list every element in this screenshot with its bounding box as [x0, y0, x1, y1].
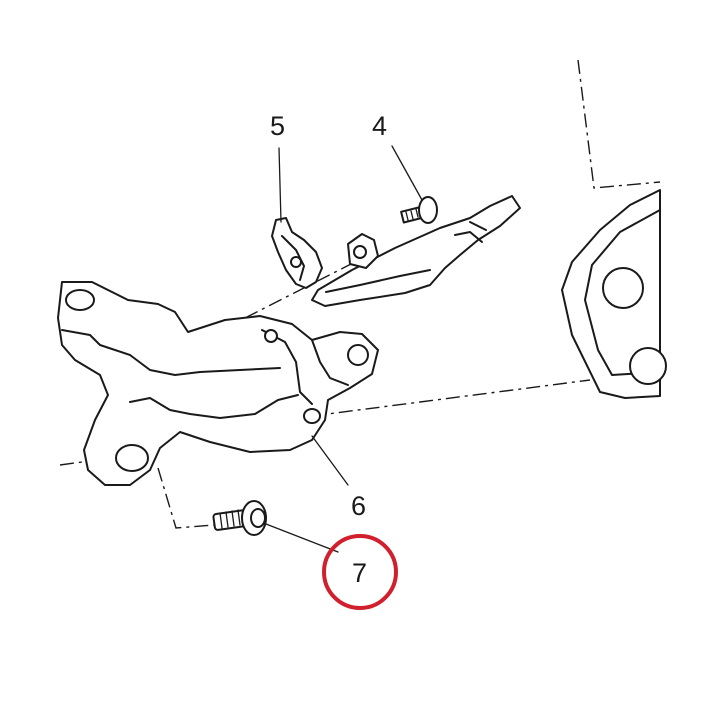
lever-tab-hole: [353, 245, 367, 259]
frame-hole-upper: [602, 267, 644, 309]
screw-4-thread: [405, 208, 419, 221]
lever-arm: [311, 195, 521, 307]
bracket-end-hole: [65, 289, 95, 311]
centerline-hinge: [244, 261, 356, 319]
frame-hole-lower: [629, 347, 667, 385]
highlight-circle: [322, 534, 398, 610]
bolt-7-head: [250, 508, 266, 528]
callout-7: 7: [352, 558, 367, 588]
centerline-bolt-7: [157, 467, 215, 529]
frame-fragment-right: [561, 189, 667, 399]
centerline-right-top: [577, 59, 661, 189]
bracket-hole-top: [264, 329, 278, 343]
leader-7: [265, 523, 339, 553]
lever-teeth: [454, 221, 487, 243]
leader-5: [278, 147, 282, 223]
lever-edge: [325, 269, 431, 293]
hinge-lever-assembly: [311, 195, 521, 307]
bracket-web-2: [311, 339, 349, 386]
leader-lines: [265, 145, 423, 553]
clip-hole: [290, 256, 302, 268]
bracket-part-6: [57, 281, 379, 486]
callout-4: 4: [372, 111, 387, 141]
bracket-hole-right: [347, 344, 369, 366]
bracket-lower-ridge: [129, 394, 299, 419]
bracket-bolt-hole: [303, 408, 321, 424]
screw-4-head: [418, 196, 438, 224]
screw-part-4: [400, 196, 438, 224]
frame-inner-edge: [584, 209, 661, 376]
spring-clip-part-5: [271, 217, 323, 289]
callout-5: 5: [270, 111, 285, 141]
centerline-bolt-6: [311, 379, 591, 417]
bracket-outline: [57, 281, 379, 486]
callout-6: 6: [351, 491, 366, 521]
bolt-part-7: [212, 500, 267, 536]
bracket-pivot-hole: [115, 444, 149, 472]
leader-6: [311, 435, 349, 486]
assembly-centerlines: [59, 59, 661, 529]
bracket-ridge: [61, 329, 281, 376]
bolt-7-thread: [219, 509, 241, 529]
centerline-left: [59, 461, 83, 466]
leader-4: [391, 145, 423, 201]
